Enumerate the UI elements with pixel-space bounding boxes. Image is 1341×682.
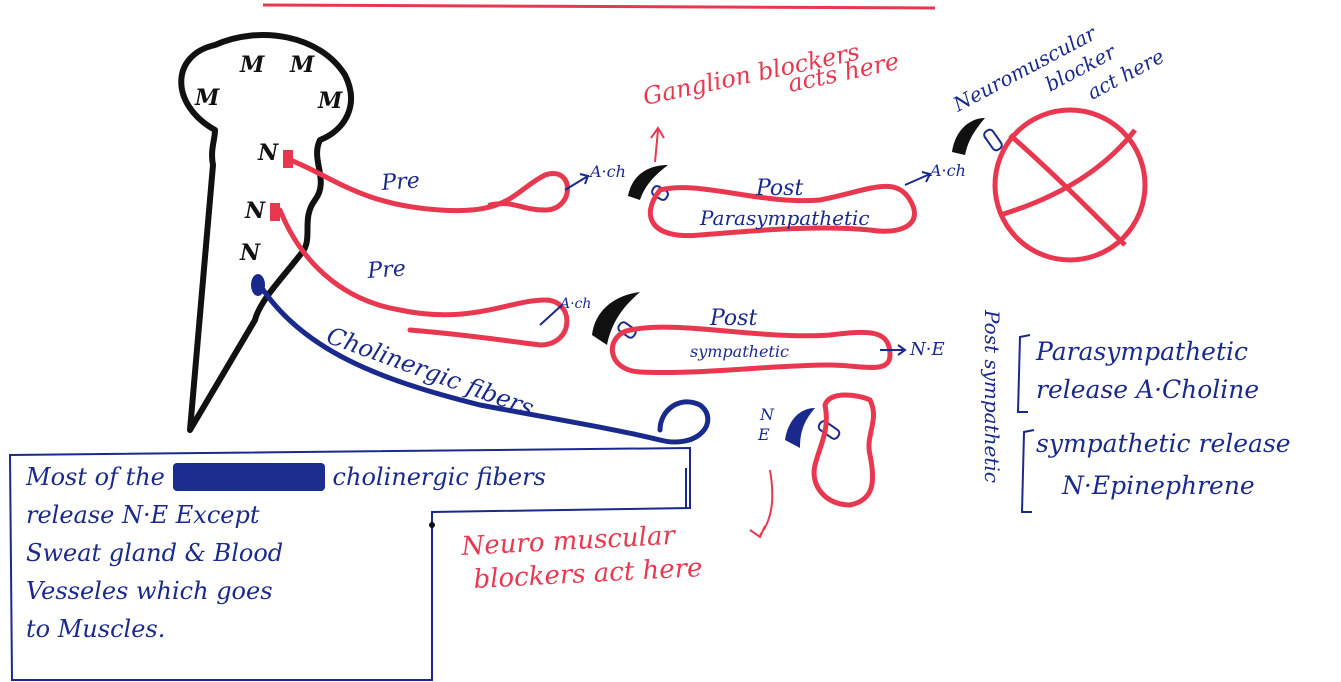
legend-symp-line1: sympathetic release: [1036, 429, 1291, 458]
muscle-cross-1: [1010, 135, 1125, 245]
note-line-4: Vesseles which goes: [26, 572, 546, 610]
nm-junction-top: [952, 118, 985, 155]
legend-bracket-para: [1018, 335, 1030, 412]
label-ach-3: A·ch: [558, 296, 591, 312]
label-ach-1: A·ch: [588, 162, 626, 181]
note-line-1: Most of the sympathetic cholinergic fibe…: [26, 458, 546, 496]
sympathetic-note: Most of the sympathetic cholinergic fibe…: [26, 458, 546, 648]
note-line1-pre: Most of the: [26, 463, 165, 491]
ganglion-synapse-top: [628, 165, 668, 200]
brain-label-n3: N: [239, 240, 261, 266]
nm-bottom-pointer-arrow: [750, 470, 772, 537]
legend-para-line2: release A·Choline: [1036, 375, 1259, 404]
note-highlight: sympathetic: [173, 463, 325, 491]
label-cholinergic-fibers: Cholinergic fibers: [323, 321, 538, 422]
note-line-2: release N·E Except: [26, 496, 546, 534]
brain-label-m4: M: [317, 88, 343, 114]
receptor-bottom: [817, 420, 841, 441]
label-post-top: Post: [755, 176, 803, 201]
pre-fiber-middle: [280, 210, 567, 345]
cholinergic-origin: [251, 274, 265, 296]
note-line1-post: cholinergic fibers: [333, 463, 546, 491]
label-pre-middle: Pre: [366, 256, 407, 284]
label-ne-middle: N·E: [909, 339, 945, 360]
label-parasympathetic: Parasympathetic: [699, 206, 870, 230]
label-pre-top: Pre: [380, 168, 421, 196]
pre-fiber-top: [290, 160, 568, 211]
brain-label-n1: N: [257, 140, 279, 166]
brain-label-m2: M: [239, 52, 265, 78]
pre-fiber-top-origin: [283, 150, 293, 168]
receptor-nm-top: [983, 128, 1004, 152]
label-ach-2: A·ch: [928, 161, 966, 180]
pre-fiber-middle-origin: [270, 203, 280, 221]
sweat-gland-vessel: [814, 395, 873, 505]
note-line-5: to Muscles.: [26, 610, 546, 648]
note-line-3: Sweat gland & Blood: [26, 534, 546, 572]
brain-label-n2: N: [244, 198, 266, 224]
label-sympathetic: sympathetic: [690, 342, 789, 361]
brain-label-m3: M: [289, 52, 315, 78]
brain-label-m1: M: [194, 85, 220, 111]
ne-arrow-mid: [880, 345, 905, 355]
legend-para-line1: Parasympathetic: [1035, 337, 1248, 366]
cholinergic-synapse: [785, 408, 815, 448]
ganglion-pointer-arrow: [651, 128, 664, 162]
ach-arrow-2: [905, 172, 930, 185]
cholinergic-fiber: [258, 282, 708, 442]
ach-arrow-3: [540, 305, 562, 325]
label-ne-low-e: E: [757, 425, 770, 444]
label-ne-low-n: N: [759, 405, 775, 424]
legend-symp-line2: N·Epinephrene: [1061, 471, 1255, 500]
top-rule: [263, 5, 935, 8]
legend-bracket-symp: [1022, 430, 1034, 512]
label-post-middle: Post: [709, 306, 757, 331]
legend-side-label: Post sympathetic: [980, 309, 1004, 483]
